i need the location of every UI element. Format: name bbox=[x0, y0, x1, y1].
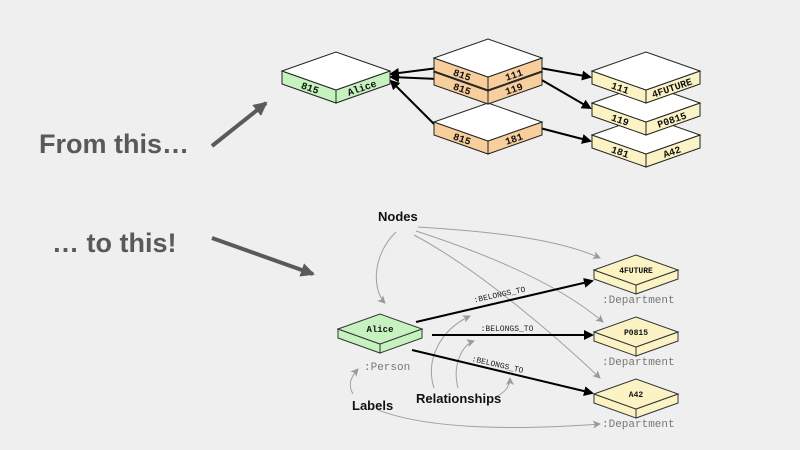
node-name: Alice bbox=[366, 325, 393, 335]
caption-to-arrow bbox=[212, 238, 313, 274]
annotation-labels: Labels bbox=[352, 398, 393, 413]
person-row: 815Alice bbox=[282, 52, 390, 103]
department-node[interactable]: 4FUTURE bbox=[594, 255, 678, 294]
department-node[interactable]: P0815 bbox=[594, 317, 678, 356]
fk-arrow bbox=[540, 128, 590, 141]
graph-view: :BELONGS_TO:BELONGS_TO:BELONGS_TOAlice:P… bbox=[338, 209, 678, 431]
annotation-arrow bbox=[350, 369, 358, 394]
fk-arrow bbox=[391, 77, 438, 79]
node-name: 4FUTURE bbox=[619, 267, 653, 276]
node-label: :Department bbox=[602, 419, 675, 431]
person-node[interactable]: Alice bbox=[338, 314, 422, 353]
relationship-type: :BELONGS_TO bbox=[481, 325, 534, 334]
node-label: :Department bbox=[602, 295, 675, 307]
annotation-arrow bbox=[431, 316, 470, 388]
relationship-type: :BELONGS_TO bbox=[471, 355, 525, 376]
annotation-arrow bbox=[416, 231, 603, 322]
fk-arrow bbox=[391, 68, 438, 74]
annotation-arrow bbox=[378, 410, 600, 427]
relationship-arrow bbox=[412, 350, 592, 393]
node-label: :Department bbox=[602, 357, 675, 369]
table-view: 815Alice181A42119P08151114FUTURE81518181… bbox=[282, 39, 700, 167]
department-node[interactable]: A42 bbox=[594, 379, 678, 418]
annotation-relationships: Relationships bbox=[416, 391, 501, 406]
department-row: 1114FUTURE bbox=[592, 52, 700, 103]
node-label: :Person bbox=[364, 362, 410, 374]
annotation-arrow bbox=[376, 232, 396, 303]
node-name: P0815 bbox=[624, 329, 648, 338]
fk-arrow bbox=[540, 79, 590, 108]
caption-from-arrow bbox=[212, 103, 266, 146]
fk-arrow bbox=[540, 68, 590, 77]
fk-arrow bbox=[391, 81, 438, 128]
relationship-arrow bbox=[416, 281, 592, 322]
node-name: A42 bbox=[629, 391, 644, 400]
annotation-nodes: Nodes bbox=[378, 209, 418, 224]
join-row: 815181 bbox=[434, 103, 542, 154]
